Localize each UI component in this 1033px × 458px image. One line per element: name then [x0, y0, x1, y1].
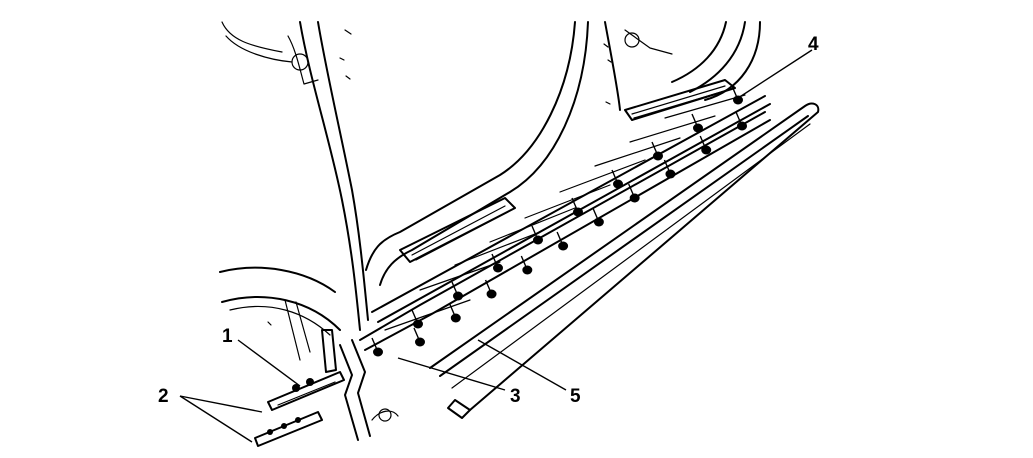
- fastener: [453, 291, 463, 301]
- callout-3: 3: [510, 386, 521, 407]
- fastener: [415, 337, 425, 347]
- front-clip-assembly: [254, 329, 345, 447]
- fastener: [701, 145, 712, 155]
- fastener: [593, 217, 604, 227]
- fastener: [533, 235, 543, 245]
- callout-4: 4: [808, 34, 819, 55]
- fastener: [737, 121, 747, 131]
- callout-2: 2: [158, 386, 169, 407]
- fastener: [413, 319, 423, 329]
- fastener: [613, 179, 623, 189]
- vehicle-body: [219, 21, 771, 441]
- fastener: [522, 265, 533, 275]
- fastener: [558, 241, 569, 251]
- fastener: [665, 169, 676, 179]
- fastener: [486, 289, 497, 299]
- molding-retainer-grid: [384, 94, 746, 331]
- fastener: [450, 313, 461, 323]
- callout-leaders: [179, 49, 813, 443]
- fastener: [693, 123, 703, 133]
- fastener: [629, 193, 640, 203]
- rocker-molding: [429, 102, 820, 419]
- molding-fasteners: [371, 85, 747, 357]
- fastener: [653, 151, 663, 161]
- callout-1: 1: [222, 326, 233, 347]
- fastener: [733, 95, 743, 105]
- fastener: [573, 207, 583, 217]
- callout-5: 5: [570, 386, 581, 407]
- fastener: [493, 263, 503, 273]
- fastener: [373, 347, 383, 357]
